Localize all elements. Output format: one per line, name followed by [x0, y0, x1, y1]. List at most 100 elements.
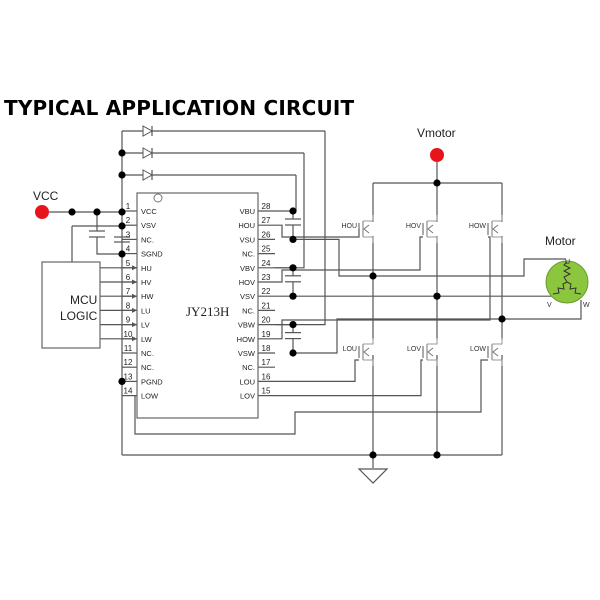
pin-number-right: 21: [262, 301, 271, 310]
junction-dot: [118, 149, 126, 157]
wire: [275, 359, 423, 397]
diode-icon: [142, 125, 154, 137]
vcc-supply-dot: [35, 205, 49, 219]
signal-arrow-icon: [132, 279, 137, 285]
pin-number-right: 18: [262, 344, 271, 353]
pin-number-right: 16: [262, 372, 271, 381]
high-side-mosfet-drain: [363, 215, 374, 222]
mcu-label-line2: LOGIC: [60, 309, 98, 323]
low-side-mosfet-source: [427, 359, 438, 366]
motor-phase-u: U: [565, 259, 570, 266]
pin-name-left: LV: [141, 321, 150, 330]
pin-name-right: LOV: [240, 392, 255, 401]
pin-number-left: 4: [126, 245, 131, 254]
high-side-mosfet-source: [427, 236, 438, 243]
pin-number-right: 19: [262, 330, 271, 339]
junction-dot: [118, 171, 126, 179]
pin-name-right: HOW: [237, 335, 256, 344]
motor-phase-w: W: [583, 302, 590, 309]
wire: [96, 237, 122, 255]
junction-dot: [289, 235, 297, 243]
junction-dot: [118, 250, 126, 258]
pin-name-right: HOV: [239, 278, 255, 287]
pin-number-right: 24: [262, 259, 271, 268]
junction-dot: [118, 208, 126, 216]
pin-name-left: NC.: [141, 363, 154, 372]
high-side-mosfet-source: [363, 236, 374, 243]
pin-name-right: VSU: [240, 235, 255, 244]
pin-number-left: 12: [124, 358, 133, 367]
high-side-mosfet-arrow-icon: [363, 224, 370, 234]
junction-dot: [289, 349, 297, 357]
diode-icon: [142, 169, 154, 181]
low-side-mosfet-label: LOW: [470, 346, 486, 353]
junction-dot: [68, 208, 76, 216]
mcu-logic-box: [41, 261, 101, 349]
pin-number-left: 13: [124, 372, 133, 381]
junction-dot: [289, 321, 297, 329]
pin-number-left: 9: [126, 316, 131, 325]
chip-body: [136, 192, 259, 419]
pin-name-left: HW: [141, 292, 154, 301]
signal-arrow-icon: [132, 265, 137, 271]
pin-name-left: HU: [141, 264, 152, 273]
pin-number-left: 1: [126, 202, 131, 211]
pin-number-left: 10: [124, 330, 133, 339]
high-side-mosfet-label: HOU: [341, 223, 357, 230]
junction-dot: [369, 451, 377, 459]
pin-number-right: 27: [262, 216, 271, 225]
pin-name-left: LW: [141, 335, 153, 344]
junction-dot: [118, 377, 126, 385]
high-side-mosfet-arrow-icon: [427, 224, 434, 234]
pin-name-right: NC.: [242, 250, 255, 259]
high-side-mosfet-label: HOW: [469, 223, 487, 230]
pin-number-right: 28: [262, 202, 271, 211]
pin-number-left: 11: [124, 344, 133, 353]
wire: [275, 236, 423, 283]
components: [35, 125, 589, 484]
junction-dot: [93, 208, 101, 216]
pin-number-left: 5: [126, 259, 131, 268]
motor-label: Motor: [545, 234, 576, 248]
pin-name-right: VBW: [238, 321, 256, 330]
mcu-label-line1: MCU: [70, 293, 97, 307]
chip-pins: VCC1VSV2NC.3SGND4HU5HV6HW7LU8LV9LW10NC.1…: [124, 202, 487, 401]
signal-arrow-icon: [132, 293, 137, 299]
diode-icon: [142, 147, 154, 159]
low-side-mosfet-arrow-icon: [363, 347, 370, 357]
low-side-mosfet-label: LOV: [407, 346, 421, 353]
pin-name-left: LOW: [141, 392, 159, 401]
pin-name-left: VSV: [141, 221, 156, 230]
low-side-mosfet-arrow-icon: [427, 347, 434, 357]
wire: [293, 318, 502, 354]
high-side-mosfet-arrow-icon: [492, 224, 499, 234]
vmotor-supply-dot: [430, 148, 444, 162]
high-side-mosfet-drain: [427, 215, 438, 222]
vmotor-label: Vmotor: [417, 126, 456, 140]
pin-name-right: LOU: [240, 377, 255, 386]
signal-arrow-icon: [132, 336, 137, 342]
junction-dot: [289, 264, 297, 272]
wire: [293, 238, 373, 277]
pin-name-left: VCC: [141, 207, 157, 216]
pin-number-left: 6: [126, 273, 131, 282]
vcc-label: VCC: [33, 189, 59, 203]
pin-name-left: NC.: [141, 349, 154, 358]
low-side-mosfet-drain: [427, 338, 438, 345]
wire: [275, 359, 359, 382]
motor-winding-v: [552, 281, 568, 295]
diagram-title: TYPICAL APPLICATION CIRCUIT: [4, 96, 355, 120]
low-side-mosfet-drain: [492, 338, 503, 345]
pin-number-right: 26: [262, 230, 271, 239]
pin-name-right: VSV: [240, 292, 255, 301]
low-side-mosfet-drain: [363, 338, 374, 345]
low-side-mosfet-source: [363, 359, 374, 366]
pin-number-left: 8: [126, 301, 131, 310]
wire: [134, 359, 488, 435]
pin-number-right: 17: [262, 358, 271, 367]
junction-dot: [289, 292, 297, 300]
pin-name-right: VBV: [240, 264, 255, 273]
high-side-mosfet-drain: [492, 215, 503, 222]
pin-number-left: 2: [126, 216, 131, 225]
